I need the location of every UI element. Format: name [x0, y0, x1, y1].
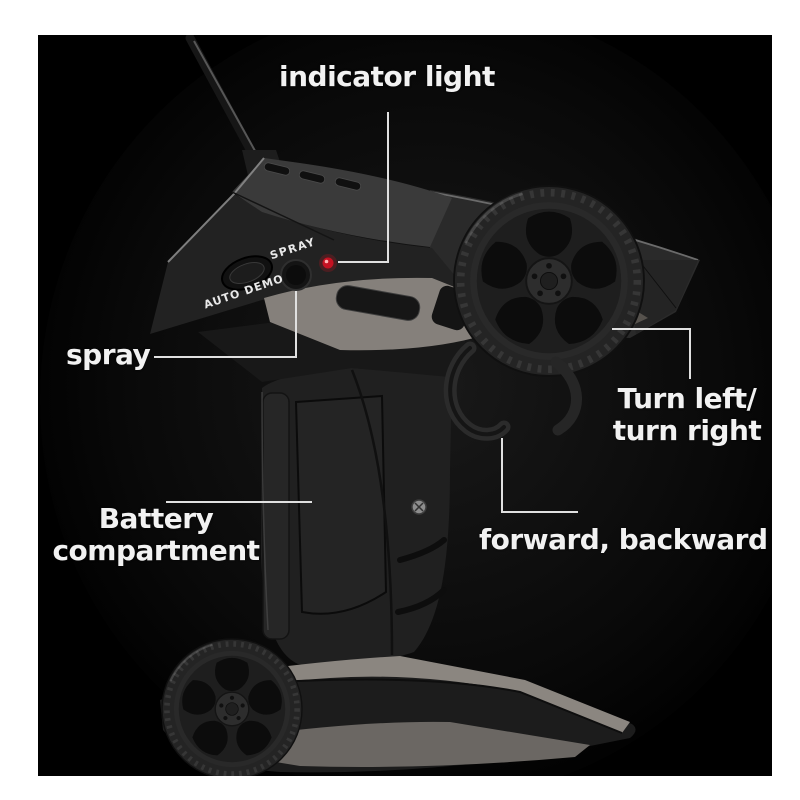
steering-wheel: [454, 186, 644, 376]
annotation-forward-backward: forward, backward: [479, 523, 768, 556]
annotation-spray: spray: [66, 338, 151, 371]
annotation-turn-left-right: Turn left/ turn right: [601, 382, 773, 448]
spray-button: [280, 259, 312, 291]
head: SPRAY AUTO DEMO: [150, 157, 474, 382]
annotation-indicator-light: indicator light: [279, 60, 495, 93]
base-top-band: [240, 656, 630, 733]
forward-leader-line: [501, 438, 578, 513]
auto-demo-button: [221, 255, 273, 291]
vents: [263, 162, 362, 191]
indicator-light-led: [319, 254, 337, 272]
spray-leader-line: [154, 291, 297, 358]
screw: [411, 499, 427, 515]
turn-leader-line: [612, 328, 691, 379]
leader-lines: [154, 112, 691, 513]
annotation-turn-line2: turn right: [612, 414, 762, 448]
annotation-turn-line1: Turn left/: [617, 382, 757, 415]
base-side-stripe: [205, 721, 590, 767]
indicator-leader-line: [338, 112, 389, 263]
annotation-battery-line1: Battery: [98, 502, 214, 535]
trigger: [443, 341, 582, 441]
top-cap: [232, 158, 452, 247]
grip: [261, 368, 452, 666]
annotation-battery-compartment: Battery compartment: [40, 502, 272, 568]
battery-door: [294, 394, 388, 615]
accent-cutout: [335, 285, 421, 321]
annotation-battery-line2: compartment: [52, 534, 260, 568]
bottom-wheel: [162, 639, 302, 779]
